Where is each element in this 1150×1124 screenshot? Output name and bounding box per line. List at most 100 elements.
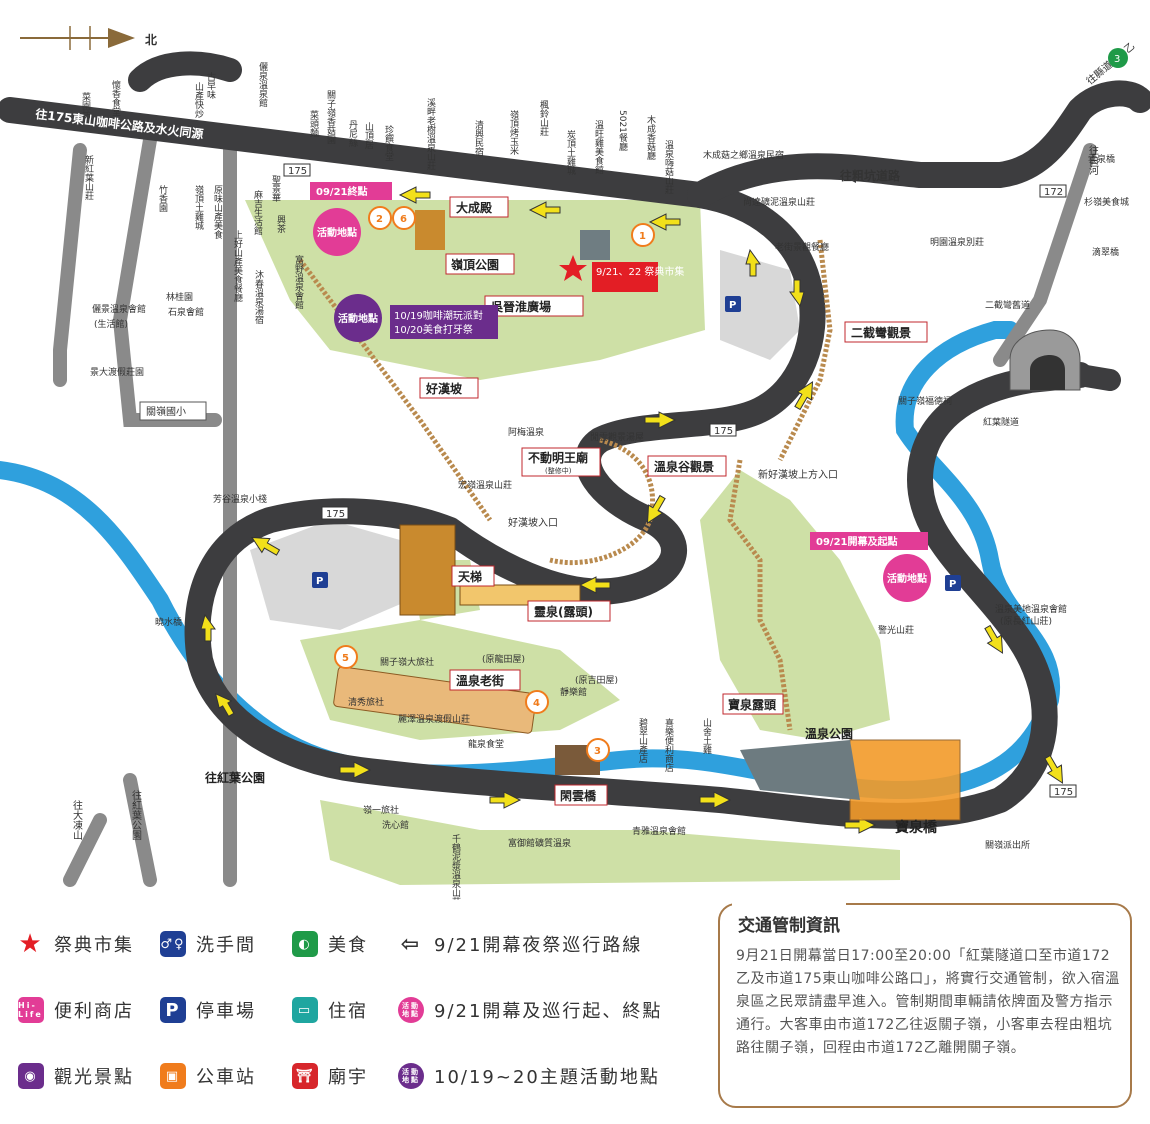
monument xyxy=(580,230,610,260)
svg-text:175: 175 xyxy=(714,426,733,437)
new-haoxipo-entry-label: 新好漢坡上方入口 xyxy=(758,468,838,481)
tianti-label: 天梯 xyxy=(451,565,495,587)
place-label: 菜頭麵 xyxy=(308,109,319,138)
lingding-park-label: 嶺頂公園 xyxy=(445,253,515,275)
parking-icon-1: P xyxy=(725,296,741,312)
legend-item-convenience-store: Hi-Life 便利商店 xyxy=(18,990,134,1030)
convenience-store-icon: Hi-Life xyxy=(18,997,44,1023)
place-label: 二截彎舊道 xyxy=(985,299,1030,311)
place-label: 溫泉嗨菇山莊 xyxy=(663,140,674,195)
place-label: 林桂園 xyxy=(166,291,193,303)
svg-text:寶泉露頭: 寶泉露頭 xyxy=(728,697,777,712)
legend-item-activity-start: 活動地點 9/21開幕及巡行起、終點 xyxy=(398,990,662,1030)
wenquangu-label: 溫泉谷觀景 xyxy=(647,455,727,477)
place-label: 沐春溫泉湯宿 xyxy=(253,269,264,325)
structures xyxy=(333,210,961,821)
svg-text:175: 175 xyxy=(326,509,345,520)
parking-icon-2: P xyxy=(312,572,328,588)
place-label: 溫泉美地溫泉會館 xyxy=(995,603,1067,615)
activity-start-icon: 活動地點 xyxy=(398,997,424,1023)
traffic-control-info: 交通管制資訊 9月21日開幕當日17:00至20:00「紅葉隧道口至市道172乙… xyxy=(718,903,1132,1108)
baihe-label: 往白河 xyxy=(1087,144,1099,175)
hot-spring-park-label: 溫泉公園 xyxy=(805,726,853,741)
arrow-icon: ⇦ xyxy=(400,931,422,957)
theme-activity-icon: 活動地點 xyxy=(398,1063,424,1089)
legend-item-lodging: ▭ 住宿 xyxy=(292,990,368,1030)
place-label: 關子嶺大旅社 xyxy=(380,656,434,668)
place-label: 儷景溫泉會館 xyxy=(92,303,146,315)
place-label: 閒雲觀景湯屋 xyxy=(590,431,644,443)
svg-text:活動地點: 活動地點 xyxy=(887,572,927,585)
place-label: 芳谷溫泉小棧 xyxy=(213,493,267,505)
place-label: 滴翠橋 xyxy=(1092,246,1119,258)
place-label: 洗心館 xyxy=(382,819,409,831)
place-label: 儷泉溫泉館 xyxy=(257,61,268,108)
place-label: 丹尼絲 xyxy=(347,120,358,147)
star-icon: ★ xyxy=(18,929,44,959)
legend-item-theme-activity: 活動地點 10/19~20主題活動地點 xyxy=(398,1056,660,1096)
legend-item-food: ◐ 美食 xyxy=(292,924,368,964)
traffic-body: 9月21日開幕當日17:00至20:00「紅葉隧道口至市道172乙及市道175東… xyxy=(736,948,1120,1056)
place-label: 關子嶺香菇園 xyxy=(325,90,336,145)
place-label: 木成香菇廳 xyxy=(645,114,656,161)
budongming-label: 不動明王廟(整修中) xyxy=(521,447,601,477)
legend-item-temple: ⛩ 廟宇 xyxy=(292,1056,368,1096)
to-dadongshan-label: 往大凍山 xyxy=(71,799,83,840)
svg-text:09/21終點: 09/21終點 xyxy=(316,185,367,198)
wu-plaza-label: 吳晉淮廣場 xyxy=(484,295,584,317)
place-label: 宏嶺溫泉山莊 xyxy=(458,479,512,491)
place-label: 青雅溫泉會館 xyxy=(632,825,686,837)
place-label: 杉嶺美食城 xyxy=(1084,196,1129,208)
place-label: 炭頂土雞城 xyxy=(565,130,576,176)
to-hongye-park-label: 往紅葉公園 xyxy=(205,770,265,785)
place-label: 喜樂便利商店 xyxy=(663,717,674,773)
place-label: 關子嶺福德祠 xyxy=(898,395,952,407)
svg-text:溫泉老街: 溫泉老街 xyxy=(456,673,504,688)
trails xyxy=(298,239,833,731)
svg-text:活動地點: 活動地點 xyxy=(317,226,357,239)
svg-text:往大凍山: 往大凍山 xyxy=(71,799,83,840)
svg-text:好漢坡: 好漢坡 xyxy=(425,381,463,396)
place-label: 麻吉生活館 xyxy=(252,189,263,236)
traffic-title: 交通管制資訊 xyxy=(732,903,846,938)
start-point-marker: 09/21開幕及起點 xyxy=(810,532,928,550)
place-label: 富御館礦質溫泉 xyxy=(508,837,571,849)
place-label: 清興民宿 xyxy=(473,119,484,157)
svg-text:3: 3 xyxy=(594,746,601,757)
place-label: 楓鈴山莊 xyxy=(538,99,549,137)
svg-text:不動明王廟: 不動明王廟 xyxy=(528,450,588,465)
stage-structure xyxy=(415,210,445,250)
svg-text:6: 6 xyxy=(400,214,407,225)
old-street-structure xyxy=(333,666,537,734)
place-label: 靜樂館 xyxy=(560,686,587,698)
parking-icon-3: P xyxy=(945,575,961,591)
lodging-icon: ▭ xyxy=(292,997,318,1023)
number-badge-4: 4 xyxy=(525,690,549,714)
legend-item-attraction: ◉ 觀光景點 xyxy=(18,1056,134,1096)
place-label: 原味山產美食 xyxy=(212,185,223,240)
place-label: 珍饌食堂 xyxy=(383,124,394,161)
lingquan-platform xyxy=(459,584,581,606)
bus-icon: ▣ xyxy=(160,1063,186,1089)
place-label: 清秀旅社 xyxy=(348,696,384,708)
place-label: 麗澤溫泉渡假山莊 xyxy=(398,713,470,725)
main-roads xyxy=(0,51,1150,829)
restroom-icon: ♂♀ xyxy=(160,931,186,957)
lingquan-label: 靈泉(露頭) xyxy=(527,600,611,622)
place-label: 關嶺派出所 xyxy=(985,839,1030,851)
dacheng-temple-label: 大成殿 xyxy=(449,196,509,218)
place-label: (原龍田屋) xyxy=(482,653,525,665)
place-label: 菜園坊 xyxy=(80,91,91,120)
svg-text:大成殿: 大成殿 xyxy=(456,200,493,215)
place-label: 竹香園 xyxy=(157,184,168,213)
number-badge-1: 1 xyxy=(631,223,655,247)
place-label: 溫旺雞美食館 xyxy=(593,120,604,175)
north-label: 北 xyxy=(145,32,157,47)
place-label: 5021餐廳 xyxy=(617,110,628,152)
legend-item-festival-market: ★ 祭典市集 xyxy=(18,929,134,959)
place-label: 雲泉橋 xyxy=(1088,153,1115,165)
number-badge-6: 6 xyxy=(392,206,416,230)
festival-market-marker: 9/21、22 祭典市集 xyxy=(559,255,684,292)
number-badge-5: 5 xyxy=(334,645,358,669)
